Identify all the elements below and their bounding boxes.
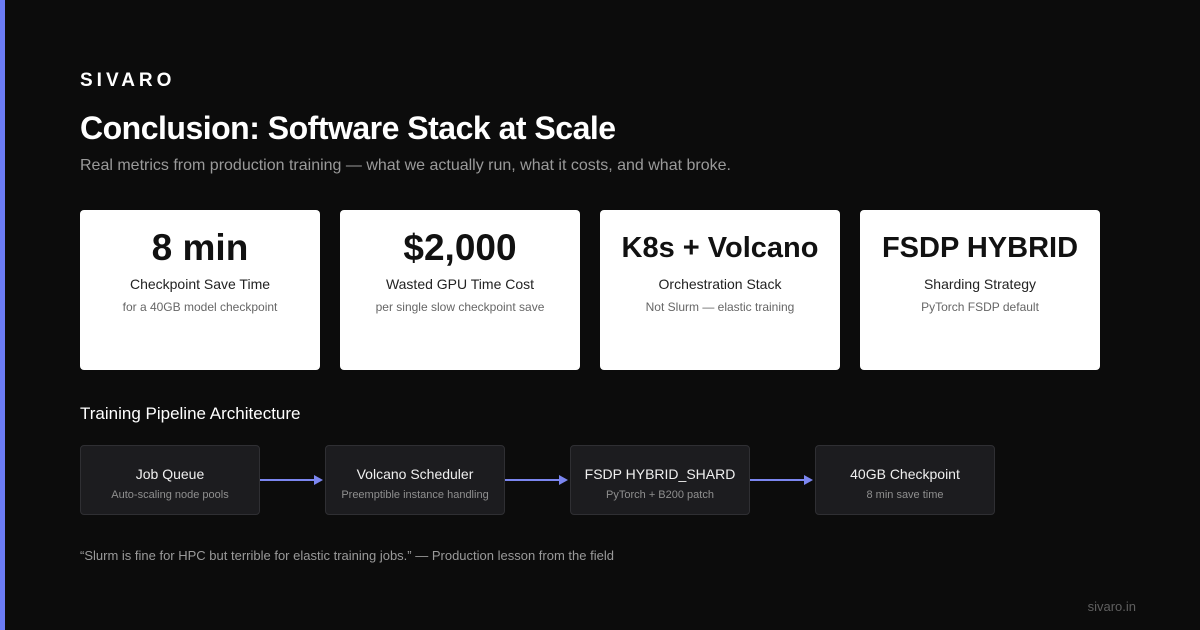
metric-note: PyTorch FSDP default [921, 300, 1039, 314]
page-title: Conclusion: Software Stack at Scale [80, 110, 616, 146]
metric-value: FSDP HYBRID [881, 232, 1079, 264]
footer-url: sivaro.in [1087, 599, 1136, 614]
metric-value: 8 min [151, 227, 249, 268]
metric-note: Not Slurm — elastic training [645, 300, 795, 314]
brand-logo: SIVARO [80, 70, 176, 91]
metric-note: for a 40GB model checkpoint [122, 300, 278, 314]
node-note: PyTorch + B200 patch [606, 489, 714, 501]
arrow-right-icon [505, 475, 568, 485]
node-note: Auto-scaling node pools [111, 489, 229, 501]
node-note: Preemptible instance handling [341, 489, 489, 501]
metric-value: $2,000 [403, 227, 517, 268]
node-title: 40GB Checkpoint [850, 466, 960, 482]
metric-card-orchestration: K8s + Volcano Orchestration Stack Not Sl… [600, 210, 840, 370]
metric-label: Wasted GPU Time Cost [385, 276, 535, 292]
pipeline-section-title: Training Pipeline Architecture [80, 404, 301, 423]
node-title: Volcano Scheduler [356, 466, 474, 482]
pipeline-node-fsdp-hybrid-shard: FSDP HYBRID_SHARD PyTorch + B200 patch [570, 445, 750, 515]
metric-note: per single slow checkpoint save [375, 300, 545, 314]
arrow-right-icon [260, 475, 323, 485]
pipeline-diagram: Job Queue Auto-scaling node pools Volcan… [80, 445, 995, 515]
metric-card-sharding: FSDP HYBRID Sharding Strategy PyTorch FS… [860, 210, 1100, 370]
metric-value: K8s + Volcano [621, 232, 819, 264]
metric-card-checkpoint-time: 8 min Checkpoint Save Time for a 40GB mo… [80, 210, 320, 370]
node-note: 8 min save time [866, 489, 944, 501]
metric-label: Sharding Strategy [923, 276, 1037, 292]
pipeline-node-checkpoint: 40GB Checkpoint 8 min save time [815, 445, 995, 515]
page-subtitle: Real metrics from production training — … [80, 157, 731, 174]
node-title: Job Queue [135, 466, 205, 482]
metric-cards: 8 min Checkpoint Save Time for a 40GB mo… [80, 210, 1100, 370]
metric-card-wasted-cost: $2,000 Wasted GPU Time Cost per single s… [340, 210, 580, 370]
arrow-right-icon [750, 475, 813, 485]
pipeline-node-job-queue: Job Queue Auto-scaling node pools [80, 445, 260, 515]
accent-bar [0, 0, 5, 630]
metric-label: Checkpoint Save Time [129, 276, 271, 292]
metric-label: Orchestration Stack [658, 276, 782, 292]
node-title: FSDP HYBRID_SHARD [584, 466, 736, 482]
quote-text: “Slurm is fine for HPC but terrible for … [80, 548, 614, 563]
pipeline-node-volcano-scheduler: Volcano Scheduler Preemptible instance h… [325, 445, 505, 515]
